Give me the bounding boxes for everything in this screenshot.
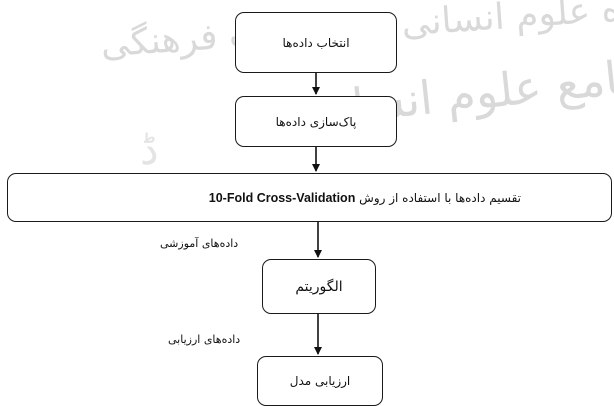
step-algorithm: الگوریتم xyxy=(262,259,376,314)
step-data-cleaning-label: پاک‌سازی داده‌ها xyxy=(275,114,357,129)
step-model-evaluation-label: ارزیابی مدل xyxy=(289,374,351,388)
step-algorithm-label: الگوریتم xyxy=(295,278,343,295)
training-data-label: داده‌های آموزشی xyxy=(160,237,239,250)
step-model-evaluation: ارزیابی مدل xyxy=(257,356,383,406)
step-data-selection: انتخاب داده‌ها xyxy=(235,12,397,73)
step-data-selection-label: انتخاب داده‌ها xyxy=(282,35,350,50)
step-data-split-label: تقسیم داده‌ها با استفاده از روش 10-Fold … xyxy=(209,191,521,205)
step-data-split: تقسیم داده‌ها با استفاده از روش 10-Fold … xyxy=(7,173,612,222)
step-data-cleaning: پاک‌سازی داده‌ها xyxy=(235,96,397,147)
split-method-name: 10-Fold Cross-Validation xyxy=(208,190,356,205)
evaluation-data-label: داده‌های ارزیابی xyxy=(168,333,241,346)
split-description: تقسیم داده‌ها با استفاده از روش xyxy=(359,190,521,205)
